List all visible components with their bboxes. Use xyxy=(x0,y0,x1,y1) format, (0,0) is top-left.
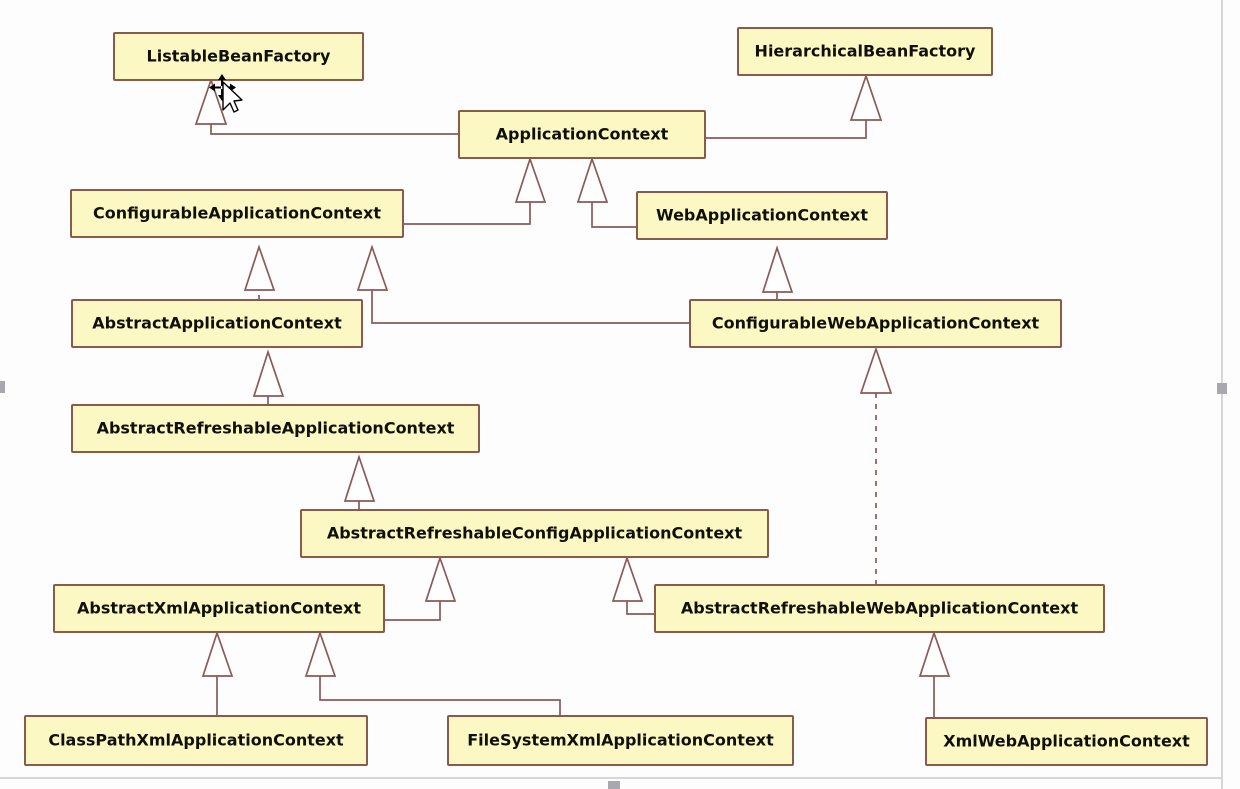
arrowhead-abstractxml-left xyxy=(201,630,234,677)
class-box-abstractrefreshableconfigapplicationcontext[interactable]: AbstractRefreshableConfigApplicationCont… xyxy=(300,509,769,558)
nodes-layer: ListableBeanFactory HierarchicalBeanFact… xyxy=(24,27,1208,766)
arrowhead-configurablewebapplicationcontext xyxy=(859,346,893,394)
class-box-webapplicationcontext[interactable]: WebApplicationContext xyxy=(636,191,888,240)
class-box-abstractxmlapplicationcontext[interactable]: AbstractXmlApplicationContext xyxy=(53,584,385,633)
class-box-applicationcontext[interactable]: ApplicationContext xyxy=(458,110,706,159)
class-label-hierarchicalbeanfactory: HierarchicalBeanFactory xyxy=(755,42,976,61)
class-label-abstractrefreshableapplicationcontext: AbstractRefreshableApplicationContext xyxy=(97,419,455,438)
edge-applicationcontext-hierarchicalbeanfactory[interactable] xyxy=(705,118,867,139)
left-split-handle[interactable] xyxy=(0,381,5,393)
class-box-xmlwebapplicationcontext[interactable]: XmlWebApplicationContext xyxy=(925,717,1208,766)
edge-abstractxml-abstractrefreshableconfig[interactable] xyxy=(384,599,441,621)
class-label-abstractrefreshableconfigapplicationcontext: AbstractRefreshableConfigApplicationCont… xyxy=(327,524,743,543)
arrowhead-hierarchicalbeanfactory xyxy=(849,73,883,121)
arrowhead-applicationcontext-right xyxy=(576,156,609,203)
bottom-split-handle[interactable] xyxy=(608,781,620,789)
right-split-handle[interactable] xyxy=(1217,383,1227,394)
arrowhead-configurableapplicationcontext-left xyxy=(243,244,276,291)
class-box-listablebeanfactory[interactable]: ListableBeanFactory xyxy=(113,32,364,81)
arrowhead-configurableapplicationcontext-right xyxy=(356,244,389,291)
edge-filesystemxml-abstractxml[interactable] xyxy=(319,674,561,716)
class-label-listablebeanfactory: ListableBeanFactory xyxy=(147,47,331,66)
class-label-configurableapplicationcontext: ConfigurableApplicationContext xyxy=(93,204,381,223)
arrowhead-abstractrefreshableapplicationcontext xyxy=(343,454,376,502)
class-box-configurableapplicationcontext[interactable]: ConfigurableApplicationContext xyxy=(70,189,404,238)
class-label-xmlwebapplicationcontext: XmlWebApplicationContext xyxy=(943,732,1190,751)
edge-configurablewebapplicationcontext-configurableapplicationcontext[interactable] xyxy=(371,288,690,324)
class-box-hierarchicalbeanfactory[interactable]: HierarchicalBeanFactory xyxy=(737,27,993,76)
edges-layer xyxy=(194,73,951,718)
arrowhead-listablebeanfactory xyxy=(194,77,228,125)
arrowhead-applicationcontext-left xyxy=(514,156,547,203)
class-label-abstractrefreshablewebapplicationcontext: AbstractRefreshableWebApplicationContext xyxy=(681,599,1079,618)
arrowhead-abstractapplicationcontext xyxy=(252,349,285,397)
class-box-abstractrefreshableapplicationcontext[interactable]: AbstractRefreshableApplicationContext xyxy=(71,404,480,453)
class-box-configurablewebapplicationcontext[interactable]: ConfigurableWebApplicationContext xyxy=(689,299,1062,348)
class-box-classpathxmlapplicationcontext[interactable]: ClassPathXmlApplicationContext xyxy=(24,715,368,766)
edge-configurableapplicationcontext-applicationcontext[interactable] xyxy=(403,200,531,225)
class-box-abstractrefreshablewebapplicationcontext[interactable]: AbstractRefreshableWebApplicationContext xyxy=(654,584,1105,633)
class-label-webapplicationcontext: WebApplicationContext xyxy=(656,206,868,225)
arrowhead-abstractrefreshableconfig-right xyxy=(611,555,644,602)
arrow-pointer-icon xyxy=(222,81,243,113)
arrowhead-webapplicationcontext xyxy=(761,245,794,293)
arrowhead-abstractrefreshableweb xyxy=(918,630,951,677)
class-label-classpathxmlapplicationcontext: ClassPathXmlApplicationContext xyxy=(48,731,344,750)
class-label-abstractapplicationcontext: AbstractApplicationContext xyxy=(92,314,342,333)
edge-webapplicationcontext-applicationcontext[interactable] xyxy=(591,200,637,228)
arrowhead-abstractxml-right xyxy=(304,630,337,677)
class-label-applicationcontext: ApplicationContext xyxy=(496,125,669,144)
class-label-configurablewebapplicationcontext: ConfigurableWebApplicationContext xyxy=(712,314,1040,333)
class-label-abstractxmlapplicationcontext: AbstractXmlApplicationContext xyxy=(77,599,361,618)
arrowhead-abstractrefreshableconfig-left xyxy=(424,555,457,602)
class-label-filesystemxmlapplicationcontext: FileSystemXmlApplicationContext xyxy=(467,731,774,750)
class-box-abstractapplicationcontext[interactable]: AbstractApplicationContext xyxy=(71,299,363,348)
edge-abstractrefreshableweb-abstractrefreshableconfig[interactable] xyxy=(626,599,655,615)
edge-applicationcontext-listablebeanfactory[interactable] xyxy=(210,122,459,135)
class-box-filesystemxmlapplicationcontext[interactable]: FileSystemXmlApplicationContext xyxy=(447,715,794,766)
